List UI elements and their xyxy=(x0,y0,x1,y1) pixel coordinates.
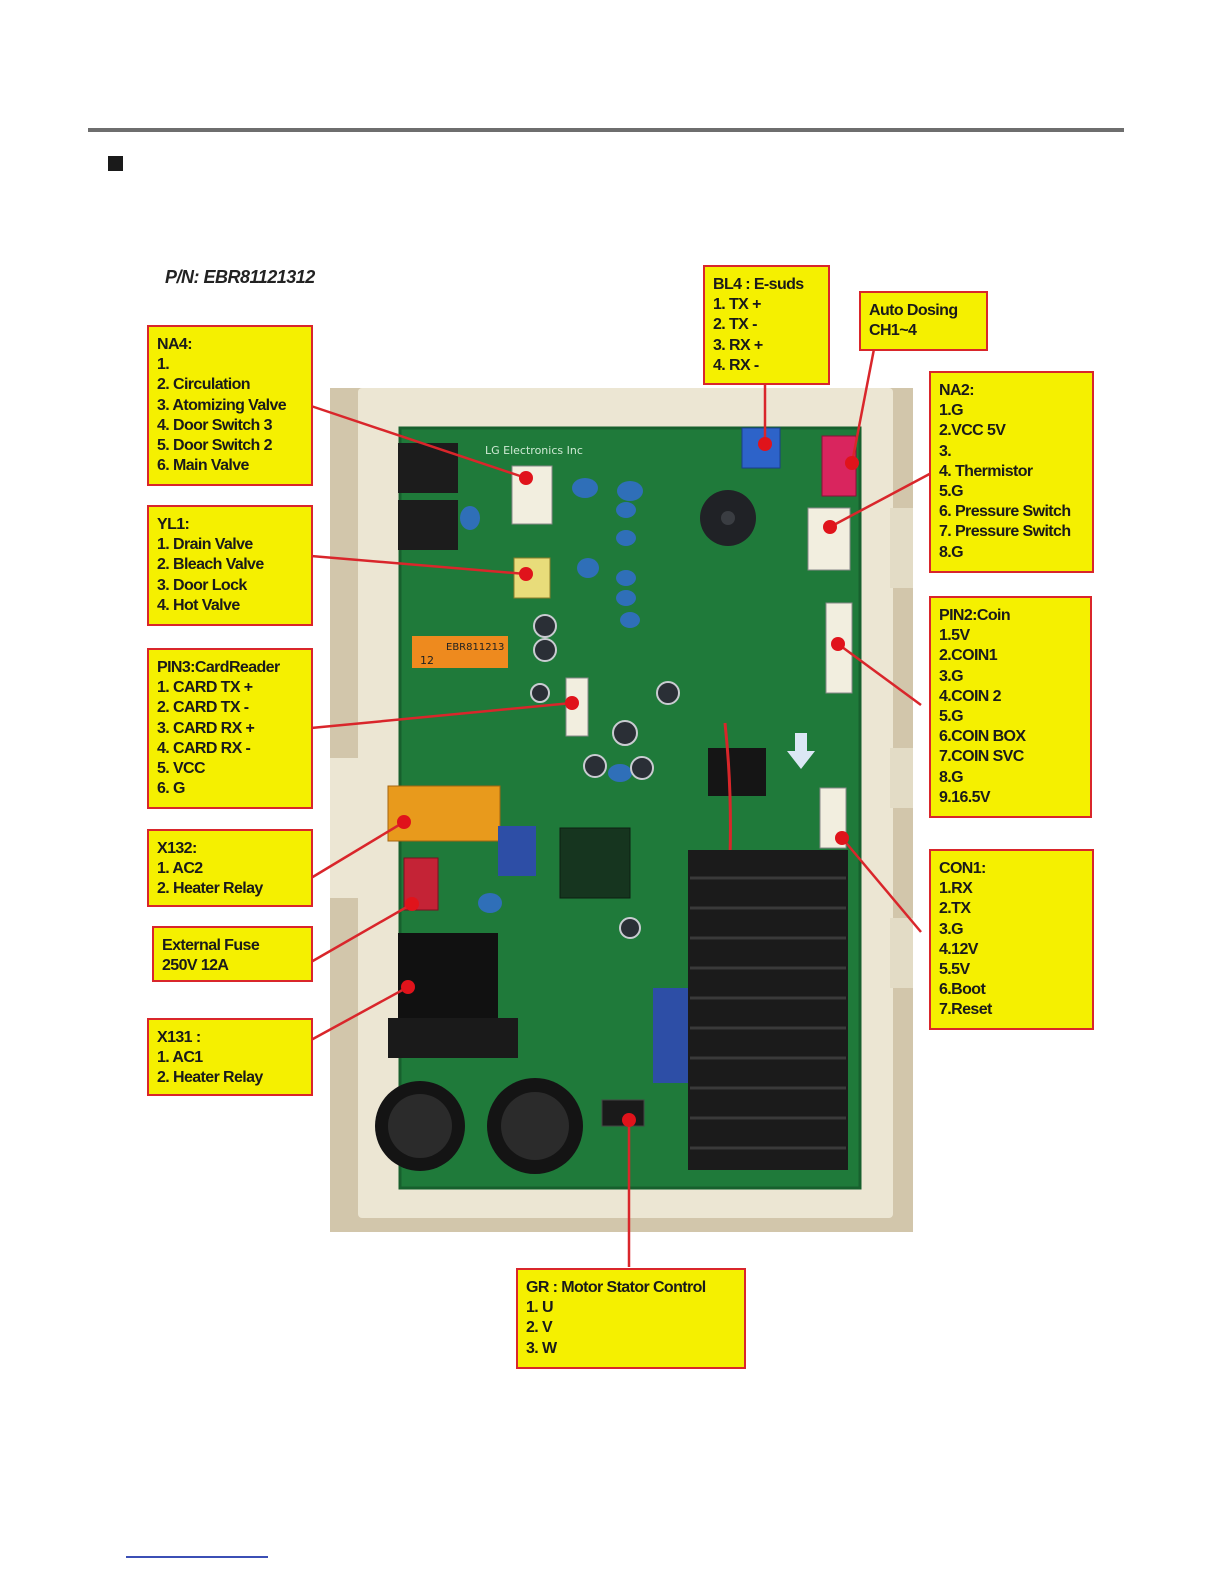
label-external-fuse: External Fuse 250V 12A xyxy=(152,926,313,982)
label-line: 3.G xyxy=(939,920,964,938)
label-line: 5.5V xyxy=(939,961,970,979)
label-line: 4.12V xyxy=(939,940,978,958)
label-line: 2. Heater Relay xyxy=(157,1069,263,1087)
label-line: 7.COIN SVC xyxy=(939,748,1024,766)
label-line: 2. TX - xyxy=(713,316,757,334)
label-line: 3.G xyxy=(939,667,964,685)
label-line: 2.VCC 5V xyxy=(939,422,1006,440)
label-title: Auto Dosing xyxy=(869,302,958,319)
label-line: CH1~4 xyxy=(869,322,917,340)
label-title: X132: xyxy=(157,840,197,857)
label-line: 5.G xyxy=(939,483,964,501)
label-line: 7. Pressure Switch xyxy=(939,523,1071,541)
label-line: 1. AC1 xyxy=(157,1049,203,1067)
label-line: 4. Door Switch 3 xyxy=(157,416,272,434)
label-pin2-coin: PIN2:Coin 1.5V 2.COIN1 3.G 4.COIN 2 5.G 6.COIN… xyxy=(929,596,1092,818)
label-na2: NA2: 1.G 2.VCC 5V 3. 4. Thermistor 5.G 6. Pres… xyxy=(929,371,1094,573)
label-title: NA2: xyxy=(939,382,975,399)
sticker-text-1: EBR811213 xyxy=(446,642,504,653)
label-title: External Fuse xyxy=(162,937,260,954)
label-line: 2. Circulation xyxy=(157,376,251,394)
label-title: NA4: xyxy=(157,336,193,353)
label-line: 8.G xyxy=(939,768,964,786)
label-line: 1. AC2 xyxy=(157,860,203,878)
label-title: YL1: xyxy=(157,516,190,533)
header-rule xyxy=(88,128,1124,132)
label-line: 2.TX xyxy=(939,900,971,918)
section-bullet-icon xyxy=(108,156,123,171)
label-line: 1.G xyxy=(939,402,964,420)
label-line: 3. W xyxy=(526,1339,557,1357)
label-line: 9.16.5V xyxy=(939,788,991,806)
label-line: 5.G xyxy=(939,708,964,726)
label-line: 1.5V xyxy=(939,627,970,645)
label-na4: NA4: 1. 2. Circulation 3. Atomizing Valve 4.… xyxy=(147,325,313,486)
label-line: 1.RX xyxy=(939,880,973,898)
label-title: PIN3:CardReader xyxy=(157,659,280,676)
label-line: 2.COIN1 xyxy=(939,647,998,665)
label-line: 4. Thermistor xyxy=(939,462,1033,480)
label-line: 3. CARD RX + xyxy=(157,719,255,737)
label-line: 2. CARD TX - xyxy=(157,699,249,717)
label-con1: CON1: 1.RX 2.TX 3.G 4.12V 5.5V 6.Boot 7.Reset xyxy=(929,849,1094,1030)
sticker-text-2: 12 xyxy=(420,654,434,667)
label-title: PIN2:Coin xyxy=(939,607,1011,624)
label-line: 4. RX - xyxy=(713,356,759,374)
control-board-photo: LG Electronics Inc EBR811213 12 xyxy=(330,388,913,1232)
label-x131: X131 : 1. AC1 2. Heater Relay xyxy=(147,1018,313,1096)
label-line: 2. V xyxy=(526,1319,553,1337)
label-line: 6. Pressure Switch xyxy=(939,503,1071,521)
label-line: 4. Hot Valve xyxy=(157,596,240,614)
label-line: 3. Door Lock xyxy=(157,576,247,594)
label-title: X131 : xyxy=(157,1029,201,1046)
label-line: 1. xyxy=(157,356,170,374)
label-x132: X132: 1. AC2 2. Heater Relay xyxy=(147,829,313,907)
label-gr-motor-stator: GR : Motor Stator Control 1. U 2. V 3. W xyxy=(516,1268,746,1369)
label-line: 6.COIN BOX xyxy=(939,728,1026,746)
label-line: 3. Atomizing Valve xyxy=(157,396,287,414)
label-line: 6.Boot xyxy=(939,981,986,999)
label-line: 2. Heater Relay xyxy=(157,880,263,898)
label-line: 6. Main Valve xyxy=(157,457,249,475)
label-line: 5. Door Switch 2 xyxy=(157,437,272,455)
label-line: 1. TX + xyxy=(713,296,761,314)
board-maker-text: LG Electronics Inc xyxy=(485,444,583,457)
label-line: 7.Reset xyxy=(939,1001,992,1019)
label-line: 1. CARD TX + xyxy=(157,679,253,697)
label-line: 3. RX + xyxy=(713,336,763,354)
label-line: 8.G xyxy=(939,543,964,561)
label-yl1: YL1: 1. Drain Valve 2. Bleach Valve 3. Door… xyxy=(147,505,313,626)
label-title: BL4 : E-suds xyxy=(713,276,804,293)
part-number: P/N: EBR81121312 xyxy=(165,267,315,287)
label-line: 2. Bleach Valve xyxy=(157,556,264,574)
label-pin3-cardreader: PIN3:CardReader 1. CARD TX + 2. CARD TX - 3… xyxy=(147,648,313,809)
label-line: 3. xyxy=(939,442,952,460)
label-line: 1. Drain Valve xyxy=(157,536,253,554)
label-line: 4. CARD RX - xyxy=(157,739,251,757)
label-line: 250V 12A xyxy=(162,957,229,975)
footer-link-line xyxy=(126,1556,268,1558)
label-line: 4.COIN 2 xyxy=(939,687,1001,705)
label-line: 6. G xyxy=(157,780,185,798)
label-bl4-esuds: BL4 : E-suds 1. TX + 2. TX - 3. RX + 4. RX - xyxy=(703,265,830,385)
label-line: 1. U xyxy=(526,1299,554,1317)
label-title: CON1: xyxy=(939,860,986,877)
label-line: 5. VCC xyxy=(157,760,206,778)
label-title: GR : Motor Stator Control xyxy=(526,1279,706,1296)
